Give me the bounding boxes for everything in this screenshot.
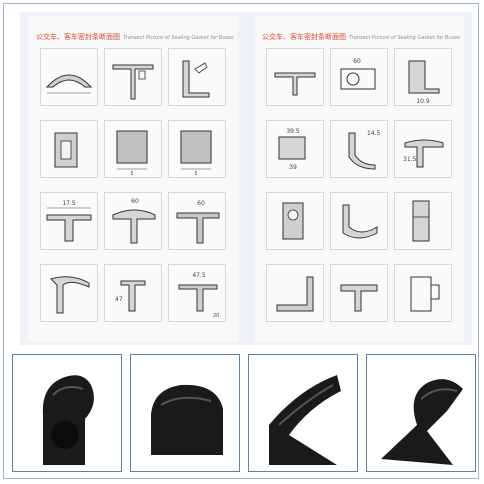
- profile-drawing: 60: [340, 58, 376, 90]
- dimension-label: 10.9: [416, 98, 430, 105]
- page-title-cn: 公交车、客车密封条断面图: [262, 33, 346, 41]
- dimension-label: 47.5: [192, 272, 206, 279]
- product-photo-strip: [12, 354, 478, 478]
- profile-drawing: 5: [116, 130, 148, 177]
- profile-cell: 17.5: [40, 192, 98, 250]
- profile-cell: [330, 264, 388, 322]
- product-photo: [248, 354, 358, 472]
- dimension-label: 20: [213, 313, 219, 319]
- product-photo: [12, 354, 122, 472]
- profile-cell: [266, 48, 324, 106]
- profile-drawing: 5: [180, 130, 212, 177]
- profile-drawing: [54, 132, 78, 168]
- profile-cell: 60: [104, 192, 162, 250]
- profile-drawing: [45, 74, 93, 94]
- dimension-label: 39.5: [286, 128, 300, 135]
- product-photo: [130, 354, 240, 472]
- product-photo: [366, 354, 476, 472]
- profile-drawing: [412, 200, 430, 242]
- profile-drawing: [276, 276, 314, 312]
- profile-drawing: 39.5 39: [278, 128, 306, 171]
- page-title-en: Transect Picture of Sealing Gasket for B…: [123, 35, 234, 41]
- profile-cell: [394, 192, 452, 250]
- page-title-cn: 公交车、客车密封条断面图: [36, 33, 120, 41]
- profile-cell: 60: [168, 192, 226, 250]
- profile-drawing: 60: [176, 200, 220, 244]
- profile-cell: [266, 192, 324, 250]
- profile-cell: [168, 48, 226, 106]
- profile-cell: 47: [104, 264, 162, 322]
- profile-cell: [330, 192, 388, 250]
- dimension-label: 60: [353, 58, 361, 65]
- profile-drawing: 10.9: [408, 60, 440, 105]
- profile-drawing: [182, 60, 210, 98]
- profile-drawing: [112, 64, 154, 100]
- dimension-label: 47: [115, 296, 123, 303]
- rubber-seal-photo: [151, 384, 223, 455]
- profile-cell: 10.9: [394, 48, 452, 106]
- dimension-label: 17.5: [62, 200, 76, 207]
- profile-drawing: [50, 276, 90, 314]
- profile-drawing: [410, 276, 440, 312]
- profile-drawing: 47: [115, 280, 146, 312]
- dimension-label: 31.5: [403, 156, 417, 163]
- profile-drawing: 60: [112, 198, 156, 244]
- dimension-label: 5: [194, 171, 197, 177]
- profile-cell: 47.5 20: [168, 264, 226, 322]
- profile-cell: [394, 264, 452, 322]
- profile-drawing: [340, 284, 378, 312]
- profile-drawing: 47.5 20: [178, 272, 219, 319]
- profile-cell: 5: [104, 120, 162, 178]
- profile-cell: [104, 48, 162, 106]
- rubber-seal-photo: [269, 375, 341, 465]
- profile-cell: 39.5 39: [266, 120, 324, 178]
- dimension-label: 60: [131, 198, 139, 205]
- rubber-seal-photo: [42, 375, 94, 465]
- profile-cell: [40, 264, 98, 322]
- profile-drawing: [342, 204, 378, 239]
- profile-cell: 60: [330, 48, 388, 106]
- page-title-en: Transect Picture of Sealing Gasket for B…: [349, 35, 460, 41]
- profile-cell: [40, 120, 98, 178]
- dimension-label: 14.5: [367, 130, 381, 137]
- dimension-label: 39: [289, 164, 297, 171]
- profile-cell: 31.5: [394, 120, 452, 178]
- rubber-seal-photo: [381, 379, 463, 465]
- profile-cell: [40, 48, 98, 106]
- profile-drawing: 17.5: [46, 200, 92, 242]
- profile-drawing: [282, 202, 304, 240]
- profile-drawing: 31.5: [403, 139, 444, 168]
- dimension-label: 60: [197, 200, 205, 207]
- profile-cell: 14.5: [330, 120, 388, 178]
- profile-drawing: 14.5: [348, 130, 381, 170]
- profile-cell: [266, 264, 324, 322]
- profile-drawing: [274, 72, 316, 96]
- dimension-label: 5: [130, 171, 133, 177]
- profile-cell: 5: [168, 120, 226, 178]
